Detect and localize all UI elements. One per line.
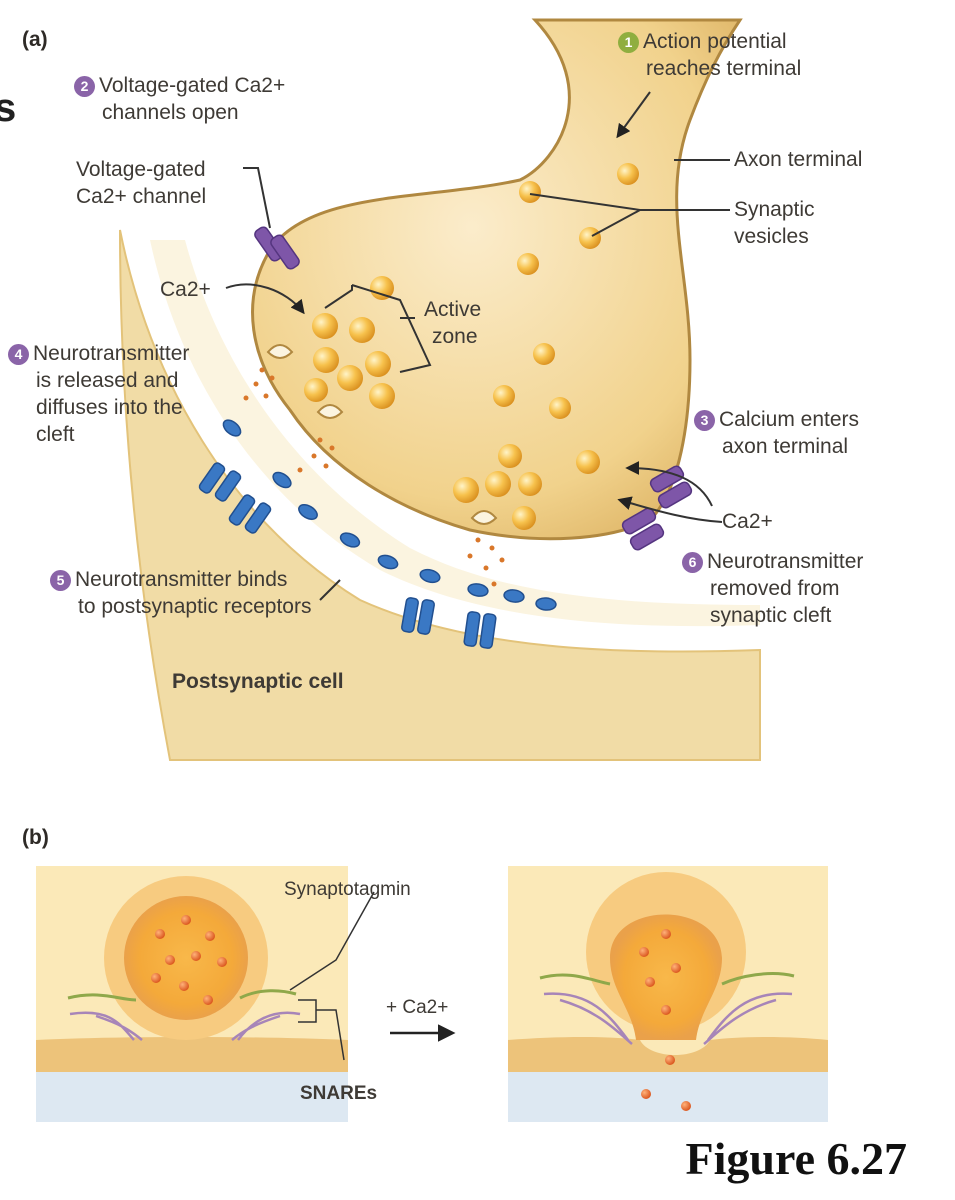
ca-arrow-label: + Ca2+ <box>386 997 449 1018</box>
step-4-badge: 4 <box>8 344 29 365</box>
postsynaptic-receptors <box>198 419 557 649</box>
postsynaptic-cell <box>119 229 761 761</box>
snare-panel-before <box>36 866 375 1122</box>
edge-glyph: s <box>0 86 17 130</box>
snare-panel-after <box>508 866 828 1122</box>
figure-caption: Figure 6.27 <box>685 1133 907 1184</box>
synaptic-cleft <box>150 240 760 627</box>
axon-terminal-shape <box>251 18 743 541</box>
step-6-badge: 6 <box>682 552 703 573</box>
channel-label: Voltage-gated Ca2+ channel <box>76 158 207 208</box>
step-2-badge: 2 <box>74 76 95 97</box>
panel-b-label: (b) <box>22 826 49 849</box>
snares-label: SNAREs <box>300 1083 378 1104</box>
ca-right-label: Ca2+ <box>722 510 773 533</box>
step-1-badge: 1 <box>618 32 639 53</box>
panel-a-label: (a) <box>22 28 48 51</box>
synaptic-vesicles-label: Synaptic vesicles <box>734 198 815 248</box>
fusion-pits <box>266 344 498 525</box>
synaptotagmin-label: Synaptotagmin <box>284 879 411 900</box>
ca-left-label: Ca2+ <box>160 278 211 301</box>
step-3-badge: 3 <box>694 410 715 431</box>
synaptic-vesicles <box>304 163 639 530</box>
released-neurotransmitter <box>243 367 505 587</box>
step-5-badge: 5 <box>50 570 71 591</box>
postsynaptic-cell-label: Postsynaptic cell <box>172 670 344 693</box>
active-zone-label: Active zone <box>424 298 482 348</box>
axon-terminal-label: Axon terminal <box>734 148 863 171</box>
ca-channels <box>254 226 693 551</box>
leader-lines <box>225 91 730 601</box>
